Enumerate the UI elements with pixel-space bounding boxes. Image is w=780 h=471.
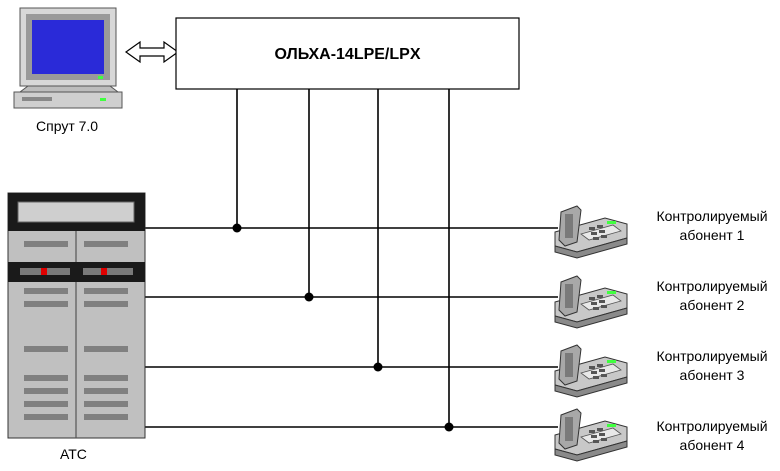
subscriber-label-line1: Контролируемый	[656, 208, 767, 224]
subscriber-label-line2: абонент 4	[680, 437, 745, 453]
subscriber-label-line1: Контролируемый	[656, 348, 767, 364]
phone-icon	[554, 344, 628, 398]
junction-dot	[304, 292, 314, 302]
subscriber-label-1: Контролируемый абонент 1	[656, 208, 767, 243]
subscriber-label-3: Контролируемый абонент 3	[656, 348, 767, 383]
exchange-rack-icon	[7, 192, 146, 439]
wiring	[145, 89, 558, 432]
subscriber-label-4: Контролируемый абонент 4	[656, 418, 767, 453]
exchange-label: АТС	[60, 446, 87, 462]
computer-icon	[13, 7, 123, 109]
subscriber-label-line2: абонент 1	[680, 227, 745, 243]
junction-dot	[444, 422, 454, 432]
junction-dot	[232, 223, 242, 233]
phone-icon	[554, 408, 628, 462]
phone-icon	[554, 205, 628, 259]
subscriber-label-line2: абонент 2	[680, 297, 745, 313]
subscriber-label-line1: Контролируемый	[656, 418, 767, 434]
indicator-light	[101, 268, 107, 275]
subscriber-label-2: Контролируемый абонент 2	[656, 278, 767, 313]
computer-label: Спрут 7.0	[36, 118, 98, 134]
bidirectional-arrow-icon	[124, 40, 180, 64]
subscriber-label-line1: Контролируемый	[656, 278, 767, 294]
indicator-light	[41, 268, 47, 275]
phone-icon	[554, 275, 628, 329]
subscriber-label-line2: абонент 3	[680, 367, 745, 383]
device-box	[175, 17, 520, 90]
computer-screen	[32, 20, 104, 74]
device-title: ОЛЬХА-14LPE/LPX	[275, 46, 421, 63]
junction-dot	[373, 362, 383, 372]
